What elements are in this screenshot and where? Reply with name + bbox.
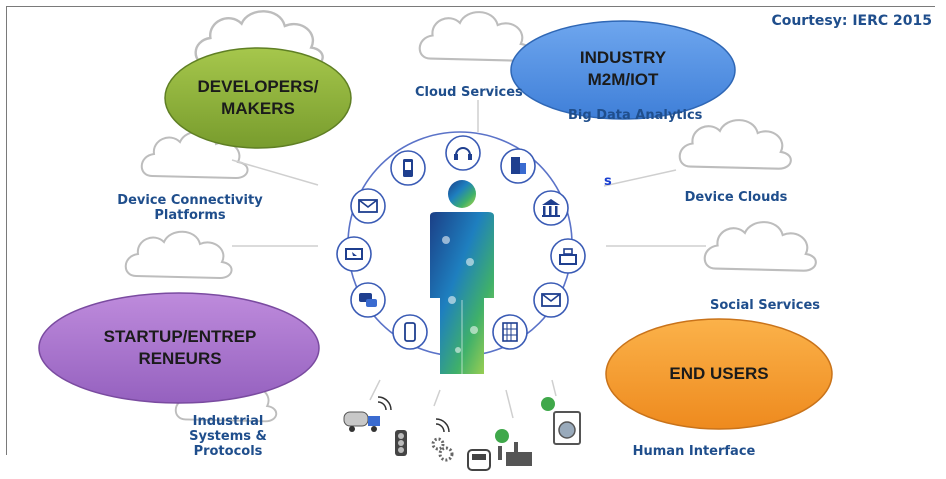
label-big-data-analytics: Big Data Analytics — [568, 108, 703, 123]
label-social-services: Social Services — [710, 298, 820, 313]
chat-icon — [350, 282, 386, 318]
smartphone-icon — [392, 314, 428, 350]
mobile-phone-icon — [390, 150, 426, 186]
cloud-right-upper — [678, 119, 792, 170]
developers-oval — [164, 47, 352, 149]
label-human-interface: Human Interface — [632, 444, 756, 459]
label-device-clouds: Device Clouds — [684, 190, 788, 205]
mail-icon — [350, 188, 386, 224]
gears-icon — [431, 418, 454, 462]
label-cloud-services: Cloud Services — [415, 85, 523, 100]
cash-register-icon — [550, 238, 586, 274]
train-icon — [467, 449, 491, 471]
headset-icon — [445, 135, 481, 171]
end-users-oval — [605, 318, 833, 430]
label-industrial-systems: Industrial Systems & Protocols — [189, 414, 267, 459]
washing-machine-icon — [541, 397, 581, 445]
bank-icon — [533, 190, 569, 226]
person-figure — [430, 180, 494, 374]
truck-icon — [343, 396, 392, 432]
developers-makers-label: DEVELOPERS/ MAKERS — [197, 77, 319, 118]
building-icon — [500, 148, 536, 184]
industry-oval — [510, 20, 736, 120]
cloud-left-mid — [124, 230, 233, 279]
stray-letter: s — [604, 174, 612, 189]
connector-lines — [231, 100, 706, 419]
factory-icon — [495, 429, 532, 466]
envelope-icon — [533, 282, 569, 318]
traffic-light-icon — [395, 430, 407, 456]
end-users-label: END USERS — [669, 364, 769, 383]
industry-m2m-iot-label: INDUSTRY M2M/IOT — [579, 48, 667, 89]
screen-icon — [336, 236, 372, 272]
startup-oval — [38, 292, 320, 404]
courtesy-label: Courtesy: IERC 2015 — [771, 13, 932, 29]
startup-entrepreneurs-label: STARTUP/ENTREP RENEURS — [103, 327, 257, 368]
cloud-right-mid — [703, 221, 817, 272]
building-grid-icon — [492, 314, 528, 350]
diagram-frame — [6, 6, 935, 455]
label-device-connectivity: Device Connectivity Platforms — [117, 193, 263, 223]
